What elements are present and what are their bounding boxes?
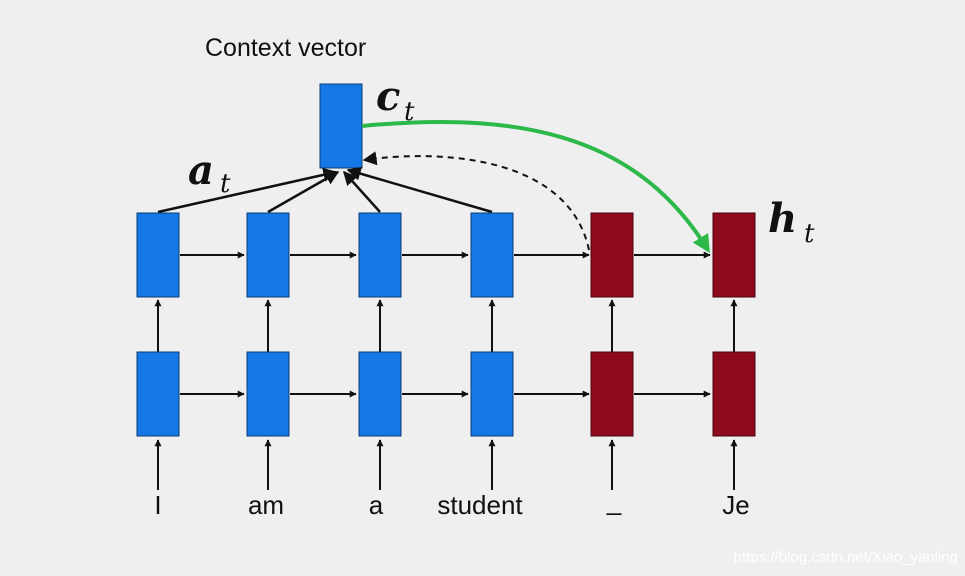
context-symbol: c t: [376, 73, 415, 127]
encoder-bottom-cell-4: [470, 351, 514, 437]
encoder-bottom-cell-3: [358, 351, 402, 437]
decoder-bottom-row: [590, 351, 756, 437]
context-symbol-sub: t: [404, 97, 415, 127]
watermark: https://blog.csdn.net/Xiao_yanling: [734, 549, 958, 566]
source-word-2: am: [248, 490, 284, 520]
encoder-bottom-cell-2: [246, 351, 290, 437]
input-arrows: [154, 439, 738, 490]
hidden-symbol-sub: t: [804, 219, 815, 249]
attention-symbol-main: a: [188, 147, 214, 194]
source-words: I am a student: [154, 490, 523, 520]
attention-symbol: a t: [188, 147, 231, 199]
target-word-2: Je: [722, 490, 749, 520]
decoder-bottom-cell-2: [712, 351, 756, 437]
hidden-symbol-main: h: [768, 195, 797, 242]
encoder-top-cell-3: [358, 212, 402, 298]
source-word-1: I: [154, 490, 161, 520]
encoder-bottom-row: [136, 351, 514, 437]
attention-arrow-2: [267, 170, 340, 214]
decoder-bottom-cell-1: [590, 351, 634, 437]
target-words: _ Je: [606, 486, 750, 520]
source-word-3: a: [369, 490, 384, 520]
layer-up-arrows: [154, 299, 738, 352]
encoder-top-cell-4: [470, 212, 514, 298]
encoder-top-cell-1: [136, 212, 180, 298]
hidden-symbol: h t: [768, 195, 815, 249]
decoder-to-context-dashed-arrow: [362, 151, 590, 251]
attention-symbol-sub: t: [220, 169, 231, 199]
context-to-hidden-arrow: [361, 120, 710, 254]
encoder-top-cell-2: [246, 212, 290, 298]
context-vector-title: Context vector: [205, 34, 366, 62]
attention-arrow-4: [346, 166, 493, 214]
context-vector-box: [319, 83, 363, 169]
encoder-bottom-cell-1: [136, 351, 180, 437]
target-word-1: _: [606, 486, 622, 516]
decoder-top-cell-2: [712, 212, 756, 298]
encoder-top-row: [136, 212, 514, 298]
decoder-top-cell-1: [590, 212, 634, 298]
context-symbol-main: c: [376, 73, 400, 120]
decoder-top-row: [590, 212, 756, 298]
source-word-4: student: [437, 490, 523, 520]
attention-arrow-1: [157, 167, 338, 214]
